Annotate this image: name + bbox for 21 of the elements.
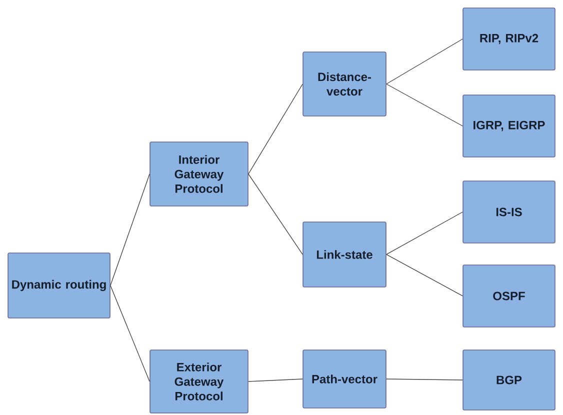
connector-line	[386, 38, 463, 84]
process-box: IGRP, EIGRP	[462, 94, 556, 158]
connector-line	[110, 174, 150, 286]
connector-line	[248, 84, 303, 174]
process-box: Dynamic routing	[8, 252, 110, 318]
process-box: OSPF	[462, 264, 556, 328]
process-box: RIP, RIPv2	[462, 8, 556, 70]
process-box: BGP	[462, 350, 556, 410]
process-box: Path-vector	[302, 350, 386, 408]
connector-line	[110, 285, 150, 382]
connector-line	[248, 174, 303, 255]
process-box: Distance-vector	[302, 52, 386, 116]
connector-line	[386, 254, 463, 296]
connector-line	[386, 378, 463, 380]
process-box: Interior Gateway Protocol	[150, 142, 248, 206]
process-box: IS-IS	[462, 180, 556, 244]
process-box: Exterior Gateway Protocol	[150, 350, 248, 414]
connector-line	[386, 212, 463, 255]
process-box: Link-state	[302, 222, 386, 288]
connector-line	[248, 378, 303, 382]
connector-line	[386, 84, 463, 126]
